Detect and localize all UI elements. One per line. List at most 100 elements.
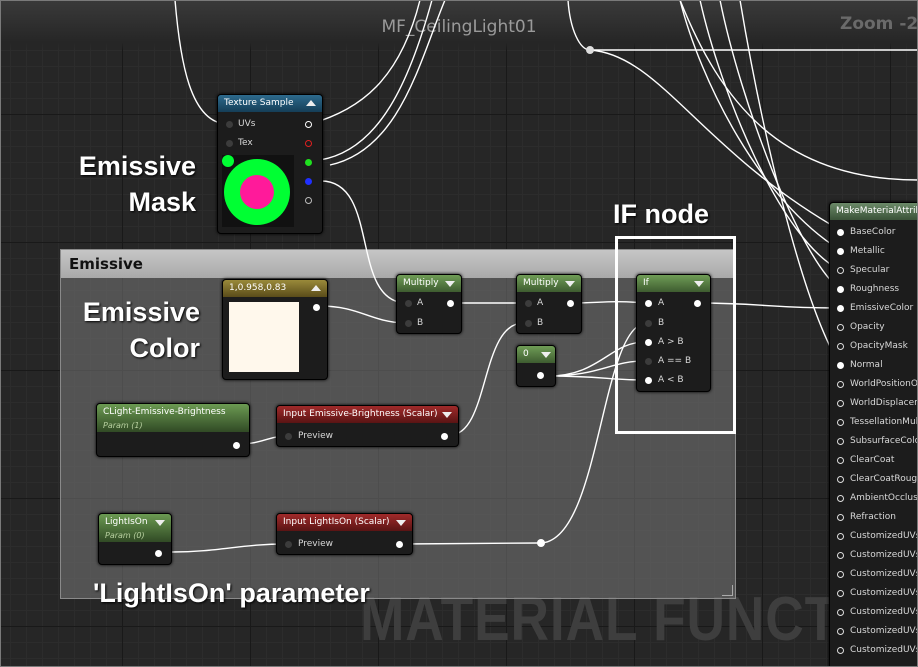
input-lightison-output-pin[interactable]: [396, 541, 403, 548]
mma-pin-label: TessellationMultiplier: [850, 417, 918, 427]
rgb-output-pin[interactable]: [305, 121, 312, 128]
mma-pin-12[interactable]: [837, 457, 844, 464]
input-lightison-preview-label: Preview: [298, 539, 334, 549]
collapse-arrow-icon[interactable]: [442, 412, 452, 418]
mma-pin-6[interactable]: [837, 343, 844, 350]
mma-pin-label: CustomizedUVs0: [850, 531, 918, 541]
if-agtb-pin[interactable]: [645, 339, 652, 346]
param-brightness-output-pin[interactable]: [233, 442, 240, 449]
resize-grip-icon[interactable]: [722, 585, 733, 596]
lightison-annotation: 'LightIsOn' parameter: [93, 578, 370, 608]
collapse-arrow-icon[interactable]: [565, 281, 575, 287]
input-brightness-header[interactable]: Input Emissive-Brightness (Scalar): [277, 406, 458, 423]
wire-param-lightison-to-input: [171, 543, 288, 553]
if-altb-pin[interactable]: [645, 377, 652, 384]
mma-pin-1[interactable]: [837, 248, 844, 255]
multiply2-output-pin[interactable]: [567, 300, 574, 307]
multiply1-b-pin[interactable]: [405, 320, 412, 327]
make-material-attributes-node[interactable]: MakeMaterialAttributes BaseColorMetallic…: [829, 202, 918, 667]
input-lightison-header[interactable]: Input LightIsOn (Scalar): [277, 514, 412, 531]
mma-pin-18[interactable]: [837, 571, 844, 578]
mma-pin-label: EmissiveColor: [850, 303, 914, 313]
constant0-output-pin[interactable]: [537, 372, 544, 379]
mma-pin-label: ClearCoatRoughness: [850, 474, 918, 484]
tex-input-pin[interactable]: [226, 140, 233, 147]
input-lightison-preview-pin[interactable]: [285, 541, 292, 548]
if-a-pin[interactable]: [645, 300, 652, 307]
mma-pin-13[interactable]: [837, 476, 844, 483]
uvs-input-pin[interactable]: [226, 121, 233, 128]
mma-pin-20[interactable]: [837, 609, 844, 616]
mma-pin-5[interactable]: [837, 324, 844, 331]
collapse-arrow-icon[interactable]: [311, 285, 321, 291]
mma-pin-22[interactable]: [837, 647, 844, 654]
blue-output-pin[interactable]: [305, 178, 312, 185]
collapse-arrow-icon[interactable]: [396, 520, 406, 526]
constant3-header[interactable]: 1,0.958,0.83: [223, 280, 327, 297]
collapse-arrow-icon[interactable]: [541, 352, 551, 358]
multiply2-node[interactable]: Multiply A B: [516, 274, 582, 334]
wire-top-11: [739, 0, 841, 366]
mma-pin-8[interactable]: [837, 381, 844, 388]
mma-pin-14[interactable]: [837, 495, 844, 502]
mma-pin-9[interactable]: [837, 400, 844, 407]
mma-pin-4[interactable]: [837, 305, 844, 312]
multiply1-node[interactable]: Multiply A B: [396, 274, 462, 334]
mma-pin-label: WorldPositionOffset: [850, 379, 918, 389]
collapse-arrow-icon[interactable]: [306, 100, 316, 106]
comment-title[interactable]: Emissive: [61, 250, 735, 278]
collapse-arrow-icon[interactable]: [155, 520, 165, 526]
mma-pin-10[interactable]: [837, 419, 844, 426]
collapse-arrow-icon[interactable]: [445, 281, 455, 287]
input-brightness-output-pin[interactable]: [441, 433, 448, 440]
multiply2-a-pin[interactable]: [525, 300, 532, 307]
wire-top-1: [309, 0, 421, 125]
mma-pin-15[interactable]: [837, 514, 844, 521]
alpha-output-pin[interactable]: [305, 197, 312, 204]
wire-lightison-to-if-b: [539, 322, 646, 544]
if-header[interactable]: If: [637, 275, 710, 292]
if-b-pin[interactable]: [645, 320, 652, 327]
if-aeqb-pin[interactable]: [645, 358, 652, 365]
green-output-pin[interactable]: [305, 159, 312, 166]
constant0-header[interactable]: 0: [517, 346, 555, 363]
constant3-output-pin[interactable]: [313, 304, 320, 311]
input-brightness-preview-pin[interactable]: [285, 433, 292, 440]
mma-pin-11[interactable]: [837, 438, 844, 445]
wire-if-to-emissive: [696, 302, 841, 309]
red-output-pin[interactable]: [305, 140, 312, 147]
if-output-pin[interactable]: [694, 300, 701, 307]
mma-header[interactable]: MakeMaterialAttributes: [830, 203, 918, 220]
constant0-node[interactable]: 0: [516, 345, 556, 387]
multiply2-a-label: A: [537, 298, 544, 308]
if-aeqb-label: A == B: [658, 356, 692, 366]
multiply1-a-pin[interactable]: [405, 300, 412, 307]
mma-pin-19[interactable]: [837, 590, 844, 597]
mma-pin-16[interactable]: [837, 533, 844, 540]
mma-pin-0[interactable]: [837, 229, 844, 236]
multiply1-header[interactable]: Multiply: [397, 275, 461, 292]
param-lightison-output-pin[interactable]: [155, 550, 162, 557]
input-brightness-node[interactable]: Input Emissive-Brightness (Scalar) Previ…: [276, 405, 459, 447]
input-lightison-node[interactable]: Input LightIsOn (Scalar) Preview: [276, 513, 413, 555]
multiply2-b-pin[interactable]: [525, 320, 532, 327]
texture-sample-node[interactable]: Texture Sample UVs Tex: [217, 94, 323, 234]
constant3-node[interactable]: 1,0.958,0.83: [222, 279, 328, 380]
multiply1-output-pin[interactable]: [447, 300, 454, 307]
texture-sample-header[interactable]: Texture Sample: [218, 95, 322, 112]
mma-pin-label: ClearCoat: [850, 455, 895, 465]
mma-pin-3[interactable]: [837, 286, 844, 293]
collapse-arrow-icon[interactable]: [694, 281, 704, 287]
wire-zero-to-if-altb: [547, 375, 646, 381]
if-node[interactable]: If A B A > B A == B A < B: [636, 274, 711, 392]
mma-pin-17[interactable]: [837, 552, 844, 559]
mma-pin-7[interactable]: [837, 362, 844, 369]
mma-pin-21[interactable]: [837, 628, 844, 635]
mma-pin-2[interactable]: [837, 267, 844, 274]
multiply2-header[interactable]: Multiply: [517, 275, 581, 292]
